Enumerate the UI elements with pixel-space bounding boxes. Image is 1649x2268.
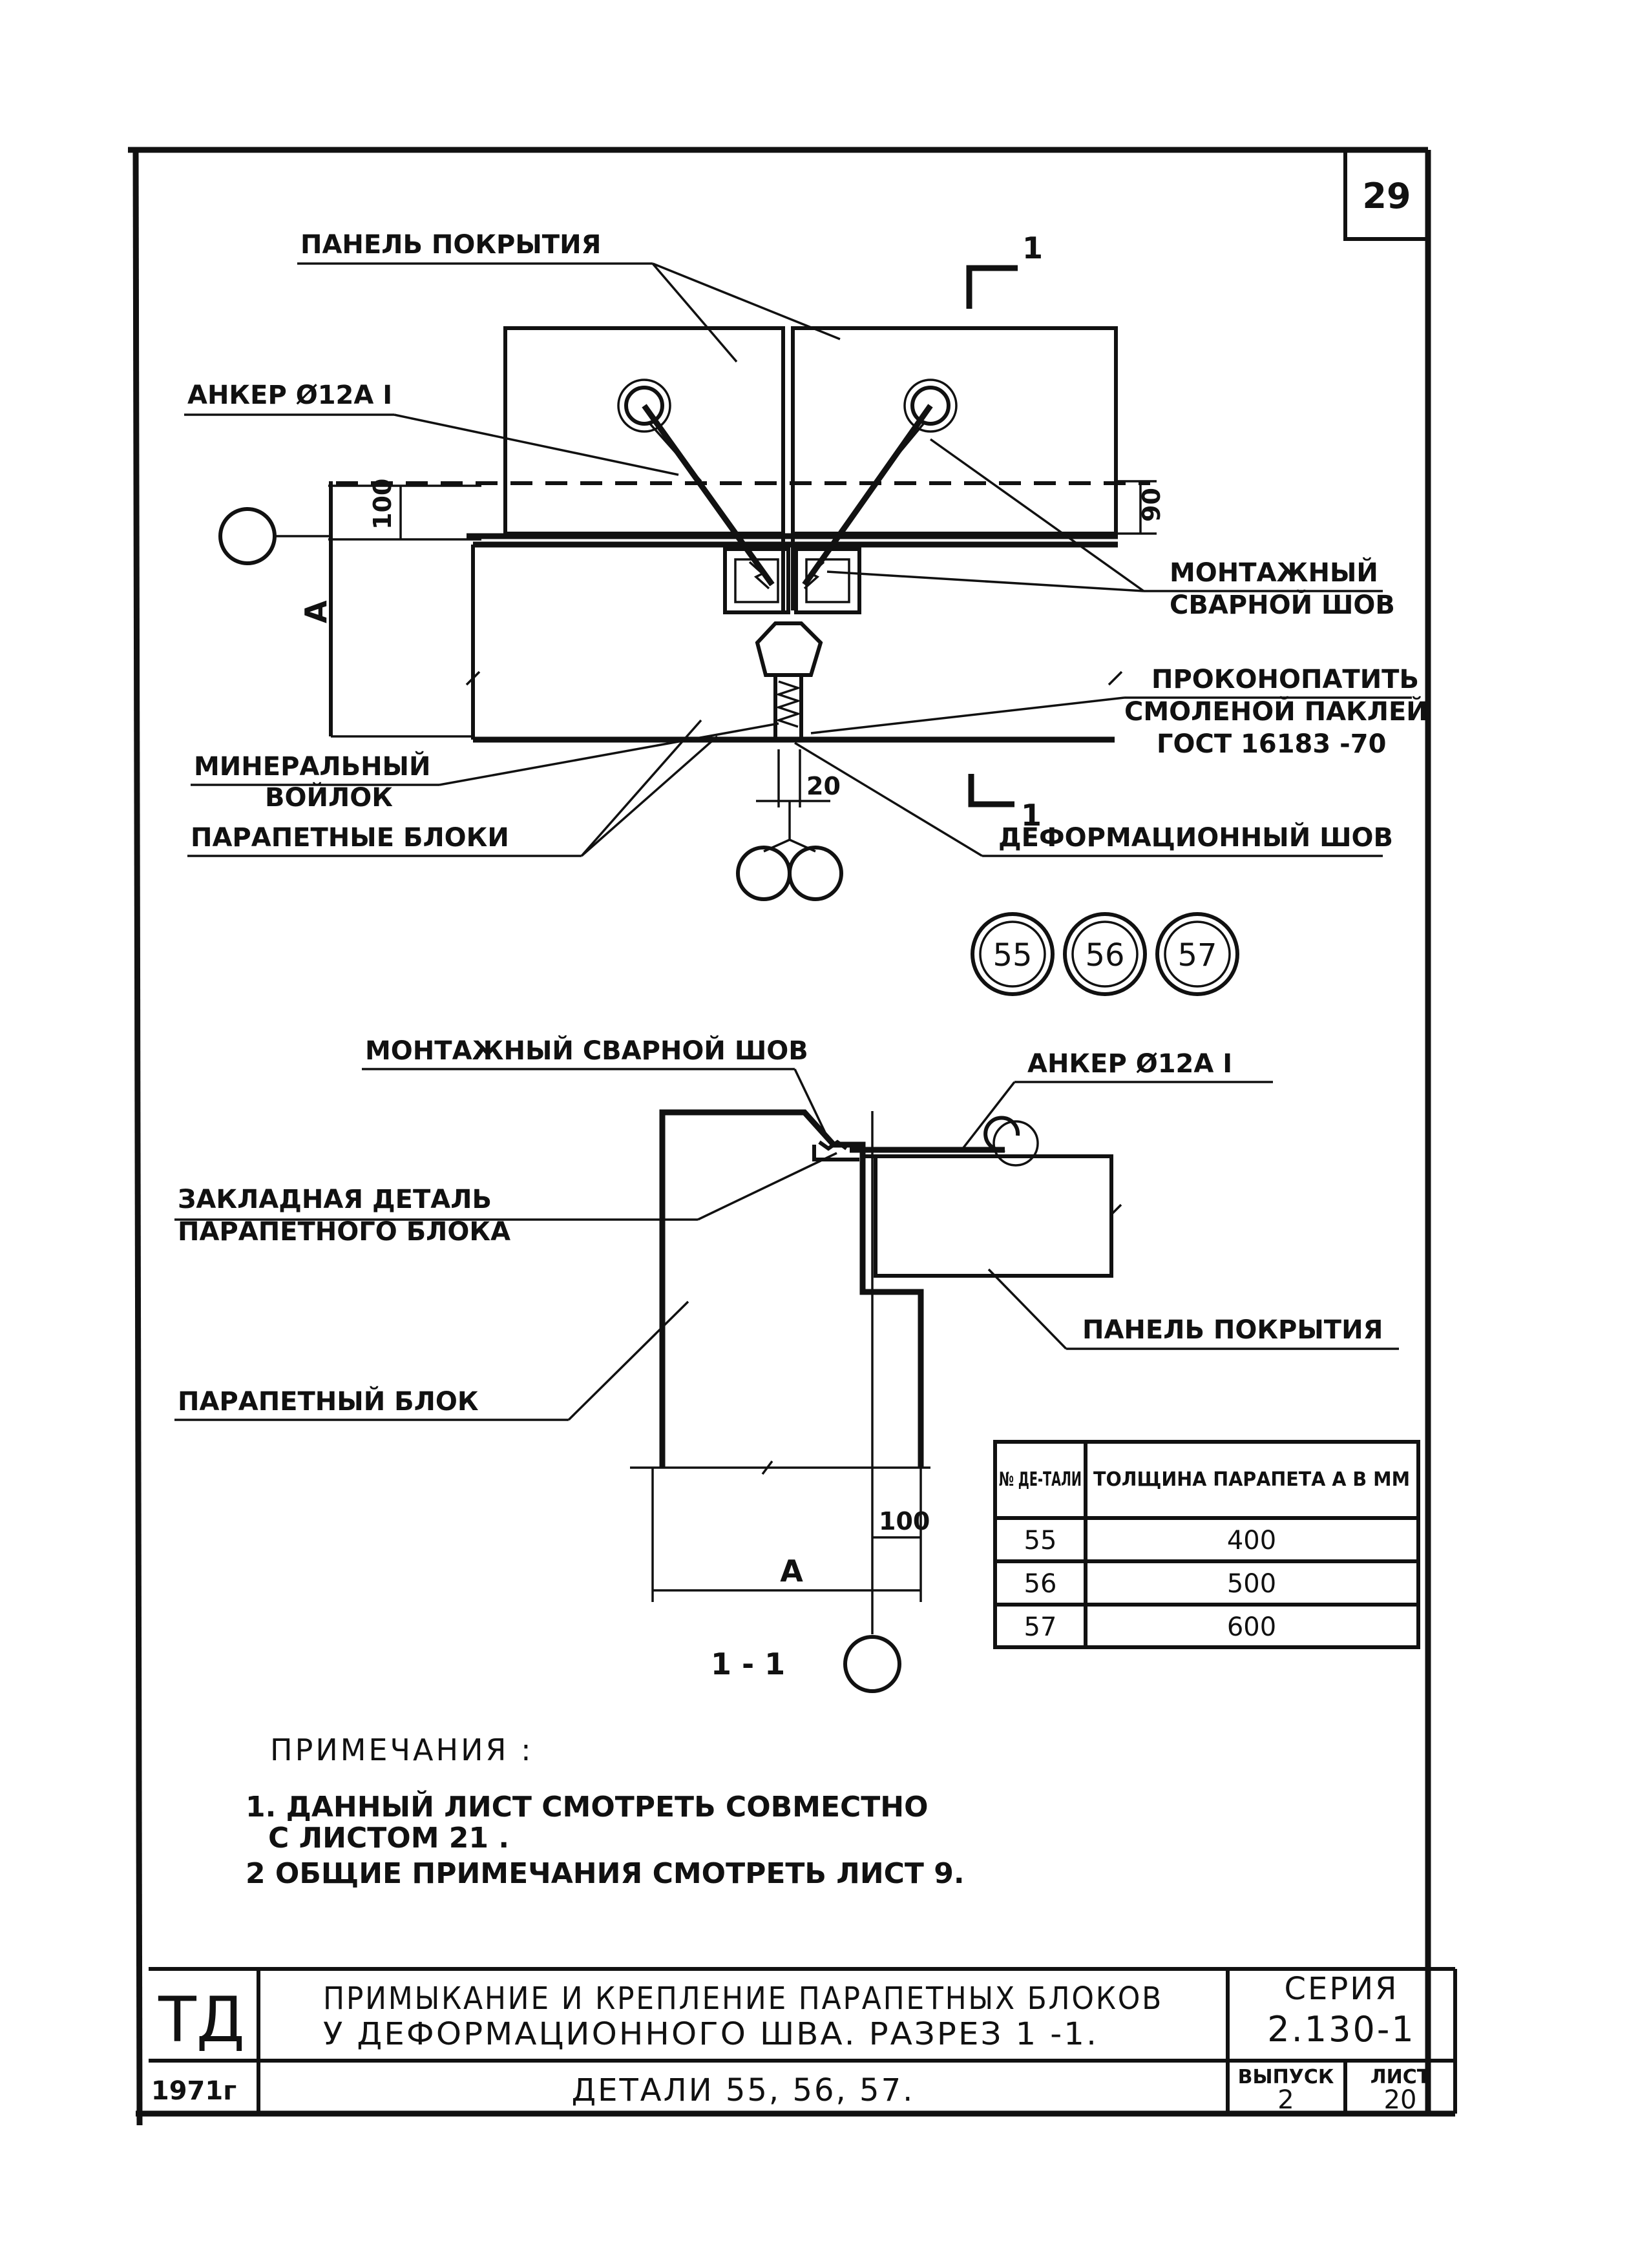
year: 1971г [151, 2076, 236, 2106]
table-header-col1-text: № ДЕ-ТАЛИ [999, 1468, 1082, 1491]
section-label: 1 - 1 [711, 1647, 785, 1681]
notes-line3: 2 ОБЩИЕ ПРИМЕЧАНИЯ СМОТРЕТЬ ЛИСТ 9. [246, 1857, 965, 1890]
page-number: 29 [1362, 176, 1411, 216]
detail-circle-55-label: 55 [993, 937, 1032, 973]
section-mark-top-number: 1 [1022, 231, 1043, 265]
table-header-col2: ТОЛЩИНА ПАРАПЕТА А В ММ [1093, 1468, 1410, 1491]
detail-circle-56: 56 [1063, 912, 1147, 996]
notes-line2: С ЛИСТОМ 21 . [268, 1822, 509, 1855]
label-mineral-2: ВОЙЛОК [265, 782, 393, 813]
title-block: ТД 1971г ПРИМЫКАНИЕ И КРЕПЛЕНИЕ ПАРАПЕТН… [149, 1967, 1457, 2115]
series-label: СЕРИЯ [1284, 1971, 1398, 2007]
org-mark: ТД [158, 1984, 245, 2056]
notes: ПРИМЕЧАНИЯ : 1. ДАННЫЙ ЛИСТ СМОТРЕТЬ СОВ… [246, 1732, 965, 1890]
label-mineral-1: МИНЕРАЛЬНЫЙ [194, 751, 430, 782]
dim-90: 90 [1137, 488, 1166, 522]
detail-circles: 55 56 57 [971, 912, 1239, 996]
title-details: ДЕТАЛИ 55, 56, 57. [572, 2072, 915, 2108]
detail-circle-57: 57 [1155, 912, 1239, 996]
title-line2: У ДЕФОРМАЦИОННОГО ШВА. РАЗРЕЗ 1 -1. [323, 2016, 1098, 2052]
table-row: 57 600 [1024, 1612, 1277, 1642]
detail-circle-57-label: 57 [1177, 937, 1217, 973]
label-panel-top: ПАНЕЛЬ ПОКРЫТИЯ [300, 230, 601, 260]
label-parapet-blocks: ПАРАПЕТНЫЕ БЛОКИ [191, 823, 509, 853]
thickness-table: № ДЕ-ТАЛИ ТОЛЩИНА ПАРАПЕТА А В ММ 55 400… [993, 1440, 1420, 1649]
table-cell-thickness: 400 [1227, 1526, 1276, 1555]
series-value: 2.130-1 [1267, 2009, 1415, 2050]
sheet-value: 20 [1384, 2085, 1417, 2115]
issue-value: 2 [1277, 2085, 1294, 2115]
dim-a-top: А [299, 600, 333, 623]
table-row: 55 400 [1024, 1526, 1277, 1555]
page-number-box: 29 [1343, 150, 1428, 241]
plan-labels: ПАНЕЛЬ ПОКРЫТИЯ АНКЕР Ø12А I МОНТАЖНЫЙ С… [184, 230, 1428, 857]
dim-a-bottom: А [780, 1554, 803, 1588]
table-row: 56 500 [1024, 1569, 1277, 1599]
table-cell-thickness: 600 [1227, 1612, 1276, 1642]
table-cell-thickness: 500 [1227, 1569, 1276, 1599]
label-anchor-bottom: АНКЕР Ø12А I [1027, 1049, 1232, 1079]
label-caulk-1: ПРОКОНОПАТИТЬ [1151, 665, 1419, 694]
dim-20: 20 [806, 772, 841, 800]
reference-circle-section [843, 1635, 901, 1693]
reference-circle-left [218, 507, 277, 565]
label-parapet-block: ПАРАПЕТНЫЙ БЛОК [178, 1386, 479, 1417]
label-caulk-2: СМОЛЕНОЙ ПАКЛЕЙ [1124, 696, 1428, 727]
label-weld-top-2: СВАРНОЙ ШОВ [1170, 589, 1395, 620]
sheet-frame [128, 147, 1455, 2126]
label-weld-top-1: МОНТАЖНЫЙ [1170, 557, 1378, 588]
issue-label: ВЫПУСК [1238, 2066, 1334, 2088]
label-embedded-1: ЗАКЛАДНАЯ ДЕТАЛЬ [178, 1185, 492, 1214]
table-cell-detail: 57 [1024, 1612, 1057, 1642]
notes-title: ПРИМЕЧАНИЯ : [270, 1732, 534, 1767]
sheet-label: ЛИСТ [1371, 2066, 1431, 2088]
table-cell-detail: 56 [1024, 1569, 1057, 1599]
label-caulk-3: ГОСТ 16183 -70 [1157, 729, 1386, 759]
label-weld-bottom: МОНТАЖНЫЙ СВАРНОЙ ШОВ [365, 1035, 808, 1066]
notes-line1: 1. ДАННЫЙ ЛИСТ СМОТРЕТЬ СОВМЕСТНО [246, 1789, 929, 1824]
reference-circle-bottom-right [788, 846, 843, 901]
label-embedded-2: ПАРАПЕТНОГО БЛОКА [178, 1217, 510, 1247]
detail-circle-56-label: 56 [1085, 937, 1124, 973]
table-cell-detail: 55 [1024, 1526, 1057, 1555]
section-detail: А 100 1 - 1 [630, 1109, 1122, 1693]
label-deform-seam: ДЕФОРМАЦИОННЫЙ ШОВ [998, 822, 1393, 853]
plan-detail: 1 1 100 А 90 20 [218, 231, 1166, 901]
dim-100-bottom: 100 [879, 1507, 930, 1535]
detail-circle-55: 55 [971, 912, 1055, 996]
label-panel-bottom: ПАНЕЛЬ ПОКРЫТИЯ [1082, 1315, 1383, 1345]
title-line1: ПРИМЫКАНИЕ И КРЕПЛЕНИЕ ПАРАПЕТНЫХ БЛОКОВ [323, 1981, 1163, 2017]
section-mark-bottom-number: 1 [1021, 798, 1042, 833]
section-labels: МОНТАЖНЫЙ СВАРНОЙ ШОВ АНКЕР Ø12А I ЗАКЛА… [174, 1035, 1399, 1421]
dim-100-top: 100 [368, 479, 397, 530]
reference-circle-bottom-left [736, 846, 792, 901]
label-anchor-top: АНКЕР Ø12А I [187, 380, 392, 410]
